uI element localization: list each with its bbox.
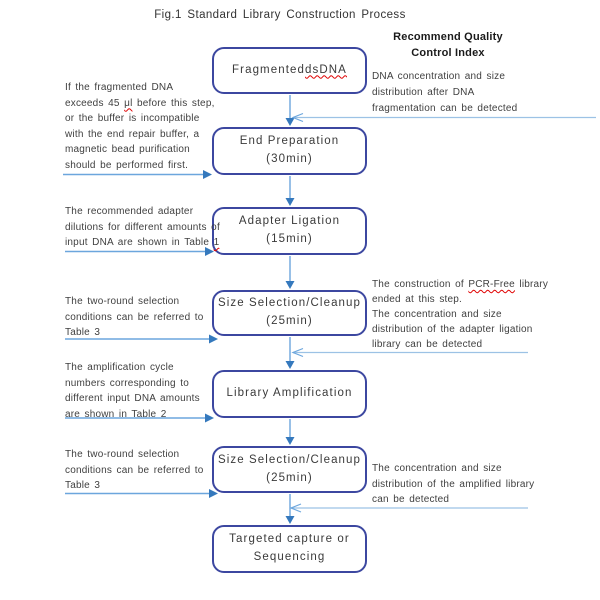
flow-box-size-selection-2: Size Selection/Cleanup (25min) bbox=[212, 446, 367, 493]
down-arrow-4 bbox=[285, 337, 295, 369]
flow-box-adapter-ligation: Adapter Ligation (15min) bbox=[212, 207, 367, 255]
misspelled-word: PCR-Free bbox=[468, 279, 515, 290]
down-arrow-2 bbox=[285, 176, 295, 206]
left-annotation-amplification-cycles: The amplification cycle numbers correspo… bbox=[65, 362, 200, 420]
arrowhead-down-icon bbox=[285, 281, 295, 289]
left-annotation-two-round-selection-2: The two-round selection conditions can b… bbox=[65, 449, 204, 491]
flow-box-size-selection-1: Size Selection/Cleanup (25min) bbox=[212, 290, 367, 336]
left-annotation-two-round-selection-1: The two-round selection conditions can b… bbox=[65, 296, 204, 338]
arrowhead-down-icon bbox=[285, 361, 295, 369]
down-arrow-5 bbox=[285, 419, 295, 445]
flow-box-end-preparation: End Preparation (30min) bbox=[212, 127, 367, 175]
arrowhead-down-icon bbox=[285, 118, 295, 126]
arrowhead-left-icon bbox=[291, 112, 304, 123]
down-arrow-1 bbox=[285, 95, 295, 126]
box-label-misspelled: dsDNA bbox=[305, 63, 347, 76]
flow-box-fragmented-dsdna: Fragmented dsDNA bbox=[212, 47, 367, 94]
down-arrow-6 bbox=[285, 494, 295, 524]
right-annotation-amplified-library-qc: The concentration and size distribution … bbox=[372, 463, 535, 505]
right-annotation-pcr-free: The construction of PCR-Free library end… bbox=[372, 279, 549, 350]
box-label: Fragmented bbox=[232, 63, 306, 76]
right-annotation-fragmentation-qc: DNA concentration and size distribution … bbox=[372, 71, 518, 114]
misspelled-word: 1 bbox=[213, 237, 220, 248]
left-annotation-bead-purification: If the fragmented DNA exceeds 45 μl befo… bbox=[65, 82, 215, 171]
arrowhead-down-icon bbox=[285, 198, 295, 206]
arrowhead-down-icon bbox=[285, 516, 295, 524]
down-arrow-3 bbox=[285, 256, 295, 289]
left-annotation-adapter-dilutions: The recommended adapter dilutions for di… bbox=[65, 206, 220, 248]
arrowhead-down-icon bbox=[285, 437, 295, 445]
quality-control-header: Recommend Quality Control Index bbox=[393, 31, 503, 59]
arrowhead-left-icon bbox=[291, 347, 304, 358]
figure-title: Fig.1 Standard Library Construction Proc… bbox=[154, 9, 406, 21]
arrowhead-left-icon bbox=[289, 503, 302, 513]
flow-box-targeted-capture: Targeted capture or Sequencing bbox=[212, 525, 367, 573]
misspelled-word: μl bbox=[124, 97, 133, 109]
flow-box-library-amplification: Library Amplification bbox=[212, 370, 367, 418]
